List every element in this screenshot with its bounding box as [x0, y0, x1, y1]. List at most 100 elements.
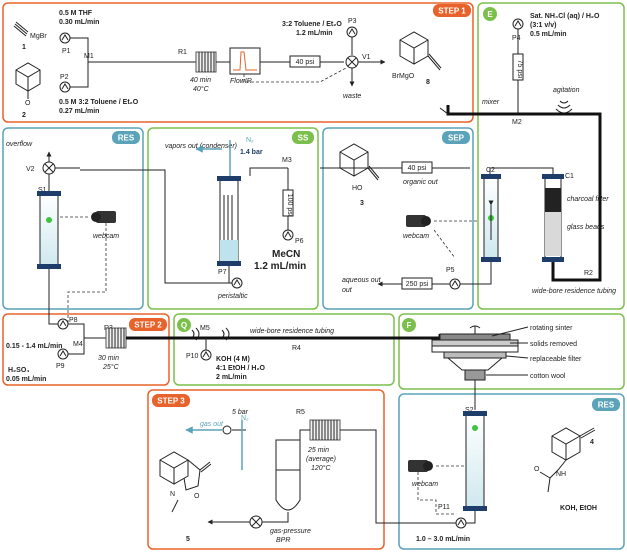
valve-v2[interactable]: [42, 161, 56, 175]
svg-text:5 bar: 5 bar: [232, 409, 249, 416]
res-frame: [2, 127, 144, 310]
svg-text:M4: M4: [73, 341, 83, 348]
svg-text:webcam: webcam: [412, 481, 438, 488]
coil-r1: [195, 51, 217, 73]
svg-text:peristaltic: peristaltic: [217, 293, 248, 300]
svg-text:wide-bore residence tubing: wide-bore residence tubing: [532, 288, 616, 295]
f-badge: F: [402, 318, 416, 332]
svg-text:organic out: organic out: [403, 179, 439, 186]
svg-text:2: 2: [22, 112, 26, 119]
svg-text:H₂SO₄: H₂SO₄: [8, 367, 30, 374]
svg-text:2 mL/min: 2 mL/min: [216, 374, 247, 381]
svg-text:out: out: [342, 287, 353, 294]
svg-text:O: O: [534, 466, 540, 473]
svg-text:glass beads: glass beads: [567, 224, 605, 231]
svg-text:STEP 3: STEP 3: [157, 397, 185, 406]
svg-text:30 min: 30 min: [98, 355, 119, 362]
svg-text:(3:1 v/v): (3:1 v/v): [530, 22, 556, 29]
svg-text:E: E: [487, 10, 493, 19]
bpr-100psi[interactable]: 100 psi: [282, 189, 294, 217]
svg-text:N₂: N₂: [246, 137, 254, 144]
svg-text:FlowIR: FlowIR: [230, 78, 252, 85]
solvent-swap-vessel: [217, 176, 241, 266]
svg-text:STEP 2: STEP 2: [134, 321, 162, 330]
bpr-75psi[interactable]: 75 psi: [512, 53, 524, 81]
reactor-vessel: [275, 439, 301, 511]
step3-badge: STEP 3: [152, 394, 190, 407]
pump-p9[interactable]: [57, 348, 69, 360]
svg-text:S1: S1: [38, 187, 47, 194]
svg-text:O: O: [25, 100, 31, 107]
svg-text:gas-pressure: gas-pressure: [270, 528, 311, 535]
svg-text:120°C: 120°C: [311, 464, 331, 472]
svg-text:40 psi: 40 psi: [296, 59, 315, 66]
flowir-detector: [229, 47, 261, 75]
svg-text:0.5 M THF: 0.5 M THF: [59, 10, 93, 17]
svg-text:P5: P5: [446, 267, 455, 274]
svg-text:waste: waste: [343, 93, 361, 100]
step2-badge: STEP 2: [129, 318, 167, 331]
sep-badge: SEP: [442, 131, 470, 144]
compound-8: BrMgO 8: [392, 31, 442, 86]
ss-badge: SS: [292, 131, 314, 144]
sep-webcam: [406, 215, 431, 227]
bpr-250psi[interactable]: 250 psi: [401, 277, 433, 290]
svg-text:0.15 - 1.4 mL/min: 0.15 - 1.4 mL/min: [6, 343, 62, 350]
svg-text:C2: C2: [486, 167, 495, 174]
svg-text:250 psi: 250 psi: [406, 281, 429, 288]
svg-text:agitation: agitation: [553, 87, 580, 94]
svg-text:Q: Q: [181, 321, 187, 330]
pump-p5[interactable]: [449, 278, 461, 290]
pump-p7[interactable]: [231, 277, 243, 289]
svg-text:RES: RES: [598, 401, 615, 410]
svg-text:R1: R1: [178, 49, 187, 56]
svg-text:M5: M5: [200, 325, 210, 332]
svg-text:(average): (average): [306, 456, 336, 463]
pump-p6[interactable]: [282, 229, 294, 241]
svg-text:1.2 mL/min: 1.2 mL/min: [296, 30, 333, 37]
svg-text:P2: P2: [60, 74, 69, 81]
column-c1: [542, 174, 564, 262]
valve-v1[interactable]: [345, 55, 359, 69]
step3-frame: [147, 389, 385, 550]
svg-text:charcoal filter: charcoal filter: [567, 196, 609, 203]
svg-text:P9: P9: [56, 363, 65, 370]
pump-p8[interactable]: [57, 318, 69, 330]
coil-r3: [105, 327, 127, 349]
svg-text:0.30 mL/min: 0.30 mL/min: [59, 19, 99, 26]
svg-text:S2: S2: [465, 407, 474, 414]
e-badge: E: [483, 7, 497, 21]
pump-p3[interactable]: [346, 26, 358, 38]
svg-text:40°C: 40°C: [193, 85, 210, 93]
svg-text:R2: R2: [584, 270, 593, 277]
svg-text:100 psi: 100 psi: [286, 194, 293, 217]
reservoir-s2: [463, 411, 487, 511]
pump-p4[interactable]: [512, 18, 524, 30]
svg-text:1.2 mL/min: 1.2 mL/min: [254, 261, 306, 272]
svg-text:N: N: [170, 491, 175, 498]
q-frame: [173, 313, 395, 386]
svg-text:M1: M1: [84, 53, 94, 60]
pump-p1[interactable]: [59, 32, 71, 44]
res-badge: RES: [112, 131, 140, 144]
pump-p11[interactable]: [455, 517, 467, 529]
svg-text:mixer: mixer: [482, 99, 500, 106]
q-badge: Q: [177, 318, 191, 332]
gas-pressure-bpr[interactable]: [249, 515, 263, 529]
svg-text:solids removed: solids removed: [530, 341, 577, 348]
f-frame: [398, 313, 625, 390]
svg-text:P1: P1: [62, 48, 71, 55]
reservoir-s1: [37, 191, 61, 269]
bpr-40psi-sep[interactable]: 40 psi: [401, 161, 433, 174]
svg-text:8: 8: [426, 79, 430, 86]
pump-p2[interactable]: [59, 81, 71, 93]
svg-text:aqueous out: aqueous out: [342, 277, 382, 284]
svg-text:cotton wool: cotton wool: [530, 373, 566, 380]
pump-p10[interactable]: [200, 349, 212, 361]
sep-frame: [322, 127, 474, 310]
bpr-40psi[interactable]: 40 psi: [289, 55, 321, 68]
svg-text:0.5 M 3:2 Toluene / Et₂O: 0.5 M 3:2 Toluene / Et₂O: [59, 99, 139, 106]
svg-text:4:1 EtOH / H₂O: 4:1 EtOH / H₂O: [216, 365, 266, 372]
coil-r5: [309, 419, 341, 441]
svg-text:75 psi: 75 psi: [516, 60, 523, 79]
